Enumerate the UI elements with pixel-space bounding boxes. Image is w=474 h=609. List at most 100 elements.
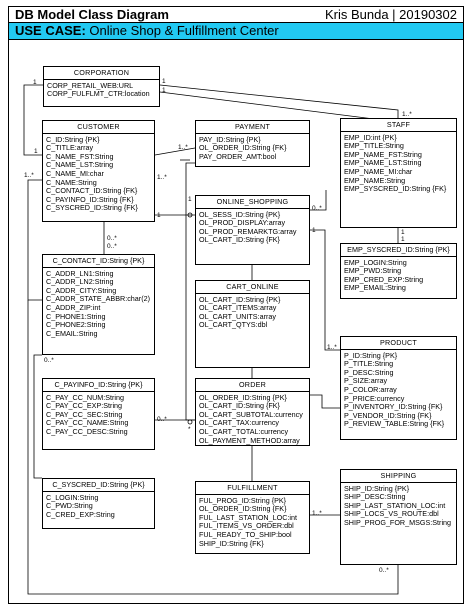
entity-attribute: EMP_SYSCRED_ID:String {FK} bbox=[344, 184, 447, 194]
cardinality-label: 1..* bbox=[178, 144, 188, 151]
entity-attribute: P_REVIEW_TABLE:String {FK} bbox=[344, 419, 445, 429]
entity-attribute: OL_CART_ID:String {FK} bbox=[199, 235, 280, 245]
entity-attribute: P_COLOR:array bbox=[344, 384, 397, 394]
link-marker bbox=[187, 212, 193, 218]
entity-attribute: C_NAME:String bbox=[46, 177, 97, 187]
cardinality-label: 0..* bbox=[312, 205, 322, 212]
cardinality-label: * bbox=[188, 426, 191, 433]
entity-attribute: PAY_ID:String {PK} bbox=[199, 134, 261, 144]
entity-attribute: C_EMAIL:String bbox=[46, 328, 98, 338]
entity-attrs: OL_CART_ID:String {PK}OL_CART_ITEMS:arra… bbox=[196, 294, 309, 332]
entity-c-contact[interactable]: C_CONTACT_ID:String {PK}C_ADDR_LN1:Strin… bbox=[42, 254, 155, 355]
entity-attribute: EMP_CRED_EXP:String bbox=[344, 274, 424, 284]
entity-attribute: P_SIZE:array bbox=[344, 376, 388, 386]
entity-attribute: FUL_READY_TO_SHIP:bool bbox=[199, 529, 292, 539]
entity-name: ONLINE_SHOPPING bbox=[196, 196, 309, 209]
entity-name: PAYMENT bbox=[196, 121, 309, 134]
entity-attrs: C_CONTACT_ID:String {PK}C_ADDR_LN1:Strin… bbox=[43, 255, 154, 340]
cardinality-label: 1 bbox=[33, 79, 37, 86]
entity-attribute: C_PWD:String bbox=[46, 501, 93, 511]
entity-name: ORDER bbox=[196, 379, 309, 392]
entity-attribute: C_PAY_CC_SEC:String bbox=[46, 409, 123, 419]
cardinality-label: 1 bbox=[401, 236, 405, 243]
entity-attribute: SHIP_LOCS_VS_ROUTE:dbl bbox=[344, 509, 439, 519]
diagram-title: DB Model Class Diagram bbox=[15, 7, 169, 22]
entity-attribute: OL_CART_UNITS:array bbox=[199, 311, 276, 321]
entity-cart-online[interactable]: CART_ONLINE OL_CART_ID:String {PK}OL_CAR… bbox=[195, 280, 310, 368]
cardinality-label: 0..* bbox=[44, 357, 54, 364]
entity-attribute: SHIP_DESC:String bbox=[344, 492, 406, 502]
entity-attribute: OL_CART_TOTAL:currency bbox=[199, 426, 289, 436]
entity-name: PRODUCT bbox=[341, 337, 456, 350]
cardinality-label: 1 bbox=[162, 87, 166, 94]
usecase-label: USE CASE: bbox=[15, 23, 86, 38]
entity-attribute: CORP_RETAIL_WEB:URL bbox=[47, 80, 134, 90]
link-corp-staff-2 bbox=[159, 91, 399, 123]
cardinality-label: 1..* bbox=[24, 172, 34, 179]
entity-attribute: SHIP_PROG_FOR_MSGS:String bbox=[344, 517, 452, 527]
entity-attribute: P_INVENTORY_ID:String {FK} bbox=[344, 402, 443, 412]
entity-attribute: C_CONTACT_ID:String {PK} bbox=[43, 255, 154, 268]
entity-attribute: C_NAME_FST:String bbox=[46, 151, 114, 161]
entity-attribute: EMP_NAME_FST:String bbox=[344, 149, 422, 159]
entity-attribute: C_ADDR_LN1:String bbox=[46, 268, 114, 278]
link-customer-left bbox=[27, 179, 42, 301]
cardinality-label: 1 bbox=[162, 78, 166, 85]
entity-attribute: OL_CART_QTYS:dbl bbox=[199, 320, 268, 330]
entity-fulfillment[interactable]: FULFILLMENT FUL_PROG_ID:String {PK}OL_OR… bbox=[195, 481, 310, 554]
entity-attribute: C_ADDR_ZIP:int bbox=[46, 302, 101, 312]
entity-c-payinfo[interactable]: C_PAYINFO_ID:String {PK}C_PAY_CC_NUM:Str… bbox=[42, 378, 155, 450]
entity-attribute: OL_PROD_REMARKTG:array bbox=[199, 226, 297, 236]
cardinality-label: 0..* bbox=[107, 243, 117, 250]
entity-attribute: OL_ORDER_ID:String {FK} bbox=[199, 143, 287, 153]
entity-attribute: EMP_PWD:String bbox=[344, 266, 402, 276]
cardinality-label: 1..* bbox=[157, 174, 167, 181]
entity-attribute: FUL_LAST_STATION_LOC:int bbox=[199, 512, 297, 522]
cardinality-label: 1..* bbox=[327, 344, 337, 351]
usecase-heading: USE CASE: Online Shop & Fulfillment Cent… bbox=[15, 23, 279, 39]
entity-attribute: EMP_LOGIN:String bbox=[344, 257, 407, 267]
entity-attribute: EMP_EMAIL:String bbox=[344, 283, 406, 293]
entity-attribute: C_LOGIN:String bbox=[46, 492, 99, 502]
entity-order[interactable]: ORDER OL_ORDER_ID:String {PK}OL_CART_ID:… bbox=[195, 378, 310, 446]
entity-attribute: FUL_PROG_ID:String {PK} bbox=[199, 495, 287, 505]
cardinality-label: 1 bbox=[188, 196, 192, 203]
link-corp-staff bbox=[159, 84, 399, 118]
cardinality-label: 1..* bbox=[312, 510, 322, 517]
entity-shipping[interactable]: SHIPPING SHIP_ID:String {PK}SHIP_DESC:St… bbox=[340, 469, 457, 565]
entity-attribute: C_PAYINFO_ID:String {PK} bbox=[43, 379, 154, 392]
entity-attribute: EMP_NAME:String bbox=[344, 175, 406, 185]
entity-attribute: C_TITLE:array bbox=[46, 143, 94, 153]
entity-attribute: C_NAME_MI:char bbox=[46, 168, 104, 178]
entity-attribute: SHIP_LAST_STATION_LOC:int bbox=[344, 500, 446, 510]
entity-attribute: SHIP_ID:String {PK} bbox=[344, 483, 410, 493]
entity-attribute: OL_CART_ID:String {PK} bbox=[199, 294, 281, 304]
entity-name: CART_ONLINE bbox=[196, 281, 309, 294]
cardinality-label: 1 bbox=[401, 229, 405, 236]
entity-emp-syscred[interactable]: EMP_SYSCRED_ID:String {PK}EMP_LOGIN:Stri… bbox=[340, 243, 457, 299]
entity-online-shopping[interactable]: ONLINE_SHOPPING OL_SESS_ID:String {PK}OL… bbox=[195, 195, 310, 265]
entity-attribute: EMP_TITLE:String bbox=[344, 141, 404, 151]
entity-attrs: FUL_PROG_ID:String {PK}OL_ORDER_ID:Strin… bbox=[196, 495, 309, 551]
entity-attribute: C_PAY_CC_NAME:String bbox=[46, 418, 129, 428]
link-online-product bbox=[310, 229, 340, 351]
entity-payment[interactable]: PAYMENT PAY_ID:String {PK}OL_ORDER_ID:St… bbox=[195, 120, 310, 167]
cardinality-label: 0..* bbox=[157, 416, 167, 423]
entity-attrs: C_PAYINFO_ID:String {PK}C_PAY_CC_NUM:Str… bbox=[43, 379, 154, 439]
entity-attribute: EMP_SYSCRED_ID:String {PK} bbox=[341, 244, 456, 257]
entity-attribute: P_ID:String {PK} bbox=[344, 350, 398, 360]
entity-attribute: P_PRICE:currency bbox=[344, 393, 405, 403]
entity-attribute: OL_CART_SUBTOTAL:currency bbox=[199, 409, 303, 419]
entity-attribute: P_DESC:String bbox=[344, 367, 394, 377]
entity-attribute: OL_CART_ITEMS:array bbox=[199, 303, 277, 313]
entity-attribute: C_ADDR_STATE_ABBR:char(2) bbox=[46, 294, 150, 304]
